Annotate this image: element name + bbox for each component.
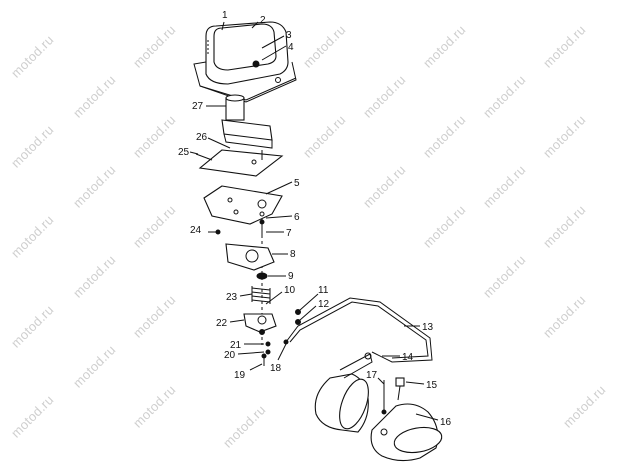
callout-10: 10 xyxy=(265,285,296,305)
callout-12: 12 xyxy=(299,299,330,321)
callout-label: 27 xyxy=(192,101,204,112)
callout-17: 17 xyxy=(366,370,385,385)
callout-18: 18 xyxy=(270,343,287,374)
callout-label: 20 xyxy=(224,350,236,361)
callout-23: 23 xyxy=(226,292,253,303)
callout-8: 8 xyxy=(272,249,296,260)
callout-label: 8 xyxy=(290,249,296,260)
screw-part xyxy=(259,219,265,238)
callout-label: 26 xyxy=(196,132,208,143)
callout-19: 19 xyxy=(234,363,263,381)
callout-label: 4 xyxy=(288,42,294,53)
bolt-small-part xyxy=(261,353,267,366)
callout-label: 18 xyxy=(270,363,282,374)
callout-label: 11 xyxy=(318,285,329,296)
callout-label: 14 xyxy=(402,352,414,363)
callout-label: 1 xyxy=(222,10,228,21)
callout-9: 9 xyxy=(268,271,294,282)
gasket-part xyxy=(198,149,284,177)
callout-label: 10 xyxy=(284,285,296,296)
callout-3: 3 xyxy=(261,30,292,49)
callout-label: 6 xyxy=(294,212,300,223)
callout-label: 23 xyxy=(226,292,238,303)
callout-label: 24 xyxy=(190,225,202,236)
callout-label: 19 xyxy=(234,370,246,381)
plate-part xyxy=(203,185,283,225)
callout-4: 4 xyxy=(261,42,294,61)
callout-label: 3 xyxy=(286,30,292,41)
callout-6: 6 xyxy=(265,212,300,223)
cable-part xyxy=(285,297,433,363)
fitting-part xyxy=(295,309,301,315)
callout-label: 17 xyxy=(366,370,378,381)
callout-13: 13 xyxy=(404,322,434,333)
callout-7: 7 xyxy=(266,228,292,239)
nozzle-upper-part xyxy=(314,352,373,433)
callout-27: 27 xyxy=(192,101,226,112)
washer-part xyxy=(256,272,268,280)
callout-label: 9 xyxy=(288,271,294,282)
seal-plate-part xyxy=(225,243,275,271)
spring-part xyxy=(251,286,271,304)
pin-part xyxy=(381,380,387,415)
nut-part xyxy=(265,341,271,347)
bolt-part xyxy=(208,229,221,235)
callout-22: 22 xyxy=(216,318,245,329)
callout-label: 2 xyxy=(260,15,266,26)
callout-label: 22 xyxy=(216,318,228,329)
callout-1: 1 xyxy=(221,10,228,31)
callout-24: 24 xyxy=(190,225,202,236)
callout-5: 5 xyxy=(265,178,300,195)
callout-14: 14 xyxy=(382,352,414,363)
callout-25: 25 xyxy=(178,147,199,158)
nozzle-lower-part xyxy=(370,403,443,462)
callout-label: 25 xyxy=(178,147,190,158)
callout-label: 7 xyxy=(286,228,292,239)
callout-15: 15 xyxy=(405,380,438,391)
callout-label: 21 xyxy=(230,340,242,351)
fitting-part xyxy=(295,319,301,325)
cover-housing xyxy=(193,21,297,103)
callout-21: 21 xyxy=(230,340,264,351)
callout-label: 12 xyxy=(318,299,330,310)
clip-part xyxy=(195,153,213,161)
pivot-bolt-part xyxy=(395,377,405,401)
actuator-part xyxy=(243,313,277,335)
callout-label: 13 xyxy=(422,322,434,333)
callout-2: 2 xyxy=(251,15,266,29)
washer-small-part xyxy=(265,349,271,355)
plunger-part xyxy=(221,94,273,149)
callout-label: 15 xyxy=(426,380,438,391)
callout-26: 26 xyxy=(196,132,231,149)
callout-label: 5 xyxy=(294,178,300,189)
callout-16: 16 xyxy=(415,413,452,428)
callout-11: 11 xyxy=(299,285,329,311)
cable-end-part xyxy=(283,339,289,345)
callout-20: 20 xyxy=(224,350,265,361)
callout-label: 16 xyxy=(440,417,452,428)
